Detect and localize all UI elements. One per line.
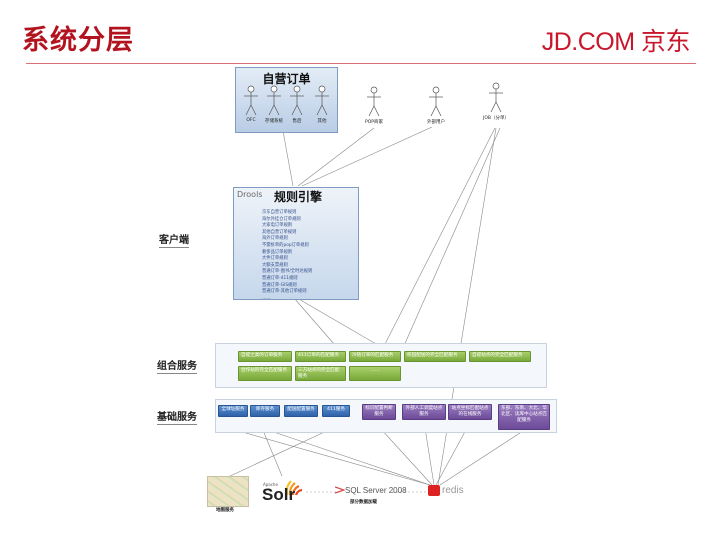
map-service-label: 地图服务 <box>216 508 234 513</box>
connector-line <box>227 427 431 486</box>
solr-logo: Solr <box>262 485 296 504</box>
connector-line <box>296 297 384 349</box>
redis-icon <box>428 485 440 496</box>
stick-figure-icon <box>244 85 258 116</box>
actor-other[interactable]: 其他 <box>309 85 335 125</box>
rule-item: 大额支票规则 <box>262 262 288 268</box>
sqlserver-label: 部分数据加载 <box>350 500 377 505</box>
layer-label-client: 客户端 <box>159 231 189 248</box>
connector-line <box>424 427 435 486</box>
connector-line <box>261 427 431 486</box>
basic-service[interactable]: 全球址服务 <box>218 405 248 417</box>
basic-service[interactable]: 外部人工调度站点服务 <box>402 404 446 420</box>
rule-engine-box[interactable]: Drools 规则引擎 京东自营订单规则 海尔外挂仓订单规则 大家电订单规则 其… <box>233 187 359 302</box>
actor-after-sales[interactable]: 售后 <box>284 85 310 125</box>
rule-item: 不需拆单的pop订单规则 <box>262 242 309 248</box>
rule-item: 普通订单-其他订单规则 <box>262 289 307 295</box>
page-title: 系统分层 <box>22 25 134 56</box>
stick-figure-icon <box>489 82 503 113</box>
rule-item: 京东自营订单规则 <box>262 210 297 215</box>
solr-sun-icon <box>285 480 303 496</box>
connector-line <box>227 427 334 478</box>
connector-line <box>282 130 294 187</box>
actor-job[interactable]: JOB（分单） <box>483 82 509 121</box>
layer-label-basic: 基础服务 <box>157 408 197 425</box>
rule-item: 普通订单-图书/全时达规则 <box>262 269 313 275</box>
rule-item: 奢侈品订单规则 <box>262 249 293 255</box>
rule-item: 大件订单规则 <box>262 256 288 262</box>
redis-logo: redis <box>442 485 464 496</box>
rule-item: 海尔外挂仓订单规则 <box>262 216 301 222</box>
composite-service[interactable]: …… <box>349 366 401 381</box>
connector-line <box>261 427 283 477</box>
actor-storage[interactable]: 存储系统 <box>261 85 287 125</box>
actor-label: POP商家 <box>365 120 383 125</box>
basic-service[interactable]: 站点坐标匹配站点的在线服务 <box>448 404 492 420</box>
actor-label: OFC <box>246 118 256 123</box>
basic-service[interactable]: 配送配置服务 <box>284 405 318 417</box>
map-image <box>207 476 249 507</box>
rule-list: 京东自营订单规则 海尔外挂仓订单规则 大家电订单规则 其他自营订单规则 海外订单… <box>262 210 312 302</box>
solr-apache-label: Apache <box>263 482 278 487</box>
rule-item: 普通订单-411规则 <box>262 275 298 281</box>
actor-label: 存储系统 <box>265 119 283 124</box>
composite-service[interactable]: 冷链订单的匹配服务 <box>349 351 401 362</box>
connector-line <box>382 127 496 349</box>
basic-service[interactable]: 东部、东南、大北、华北区、读库中心站点匹配服务 <box>498 404 550 430</box>
rule-item: 海外订单规则 <box>262 236 288 242</box>
actor-label: 其他 <box>317 119 327 124</box>
rule-item: …… <box>262 295 271 301</box>
stick-figure-icon <box>367 86 381 117</box>
header-divider <box>26 63 696 64</box>
connector-line <box>439 430 524 486</box>
self-order-title: 自营订单 <box>262 72 311 86</box>
stick-figure-icon <box>315 85 329 116</box>
connector-line <box>379 427 433 486</box>
self-order-box[interactable]: 自营订单 OFC 存储系统 售后 其他 <box>235 67 338 133</box>
connector-line <box>297 127 375 187</box>
jd-logo: JD.COM 京东 <box>541 28 691 56</box>
actor-label: 外部用户 <box>427 120 445 125</box>
composite-service[interactable]: 校园配送的完全匹配服务 <box>404 351 466 362</box>
connector-line <box>402 127 501 349</box>
basic-service[interactable]: 411服务 <box>322 405 350 417</box>
composite-service[interactable]: 三方站点的完全匹配服务 <box>295 366 346 381</box>
sqlserver-logo: SQL Server 2008 <box>345 486 407 495</box>
drools-logo: Drools <box>237 190 263 199</box>
stick-figure-icon <box>290 85 304 116</box>
basic-service[interactable]: 标识配置判断服务 <box>362 404 396 420</box>
composite-service[interactable]: 合作站的完全匹配服务 <box>238 366 292 381</box>
composite-service[interactable]: 自提之类的订单服务 <box>238 351 292 362</box>
sqlserver-icon <box>335 486 345 494</box>
rule-item: 其他自营订单规则 <box>262 229 297 235</box>
composite-service[interactable]: 411订单的匹配服务 <box>295 351 346 362</box>
basic-service[interactable]: 库存服务 <box>250 405 280 417</box>
rule-item: 大家电订单规则 <box>262 223 293 229</box>
rule-engine-title: 规则引擎 <box>274 190 323 204</box>
rule-item: 普通订单-GIS规则 <box>262 282 297 288</box>
actor-pop-merchant[interactable]: POP商家 <box>361 86 387 125</box>
actor-ofc[interactable]: OFC <box>238 85 264 125</box>
layer-label-composite: 组合服务 <box>157 357 197 374</box>
connector-line <box>301 126 433 187</box>
composite-service[interactable]: 自提站点的完全匹配服务 <box>469 351 531 362</box>
actor-label: JOB（分单） <box>483 116 509 121</box>
connector-line <box>435 427 468 486</box>
stick-figure-icon <box>429 86 443 117</box>
actor-external-user[interactable]: 外部用户 <box>423 86 449 125</box>
stick-figure-icon <box>267 85 281 116</box>
actor-label: 售后 <box>292 119 302 124</box>
